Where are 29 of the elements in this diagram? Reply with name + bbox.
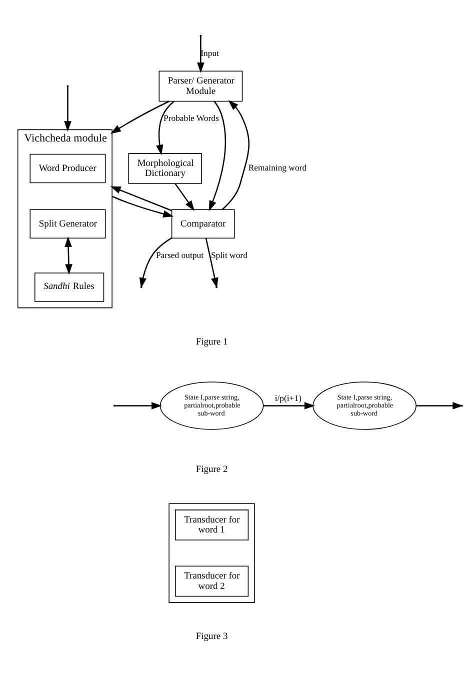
label: Figure 1 (196, 337, 228, 348)
arrow (110, 186, 172, 212)
edge-label: Split word (210, 250, 248, 260)
arrow (174, 183, 194, 211)
node-box: Morphological Dictionary (128, 153, 202, 184)
node-box: Split Generator (30, 209, 106, 239)
arrow (208, 100, 226, 212)
arrow (156, 100, 174, 156)
node-box: Transducer for word 1 (174, 510, 249, 540)
label: Figure 3 (196, 632, 228, 642)
label: Figure 2 (196, 465, 228, 476)
arrow (197, 36, 204, 73)
arrow (222, 100, 250, 210)
arrow (64, 236, 72, 275)
arrow (64, 87, 72, 132)
cluster (168, 503, 255, 603)
node-box: Transducer for word 2 (174, 566, 249, 597)
node-box: Word Producer (30, 154, 106, 184)
arrow (110, 100, 170, 134)
edge-label: Remaining word (248, 162, 307, 173)
edge-label: Parsed output (156, 250, 204, 260)
node-box: Comparator (171, 209, 235, 239)
arrow (115, 402, 162, 410)
arrow (263, 402, 315, 410)
edge-label: Probable Words (164, 112, 219, 123)
arrow (112, 196, 174, 218)
node-box: Sandhi Rules (34, 272, 104, 302)
edge-label: i/p(i+1) (274, 392, 302, 403)
node-box: Parser/ Generator Module (158, 70, 243, 102)
